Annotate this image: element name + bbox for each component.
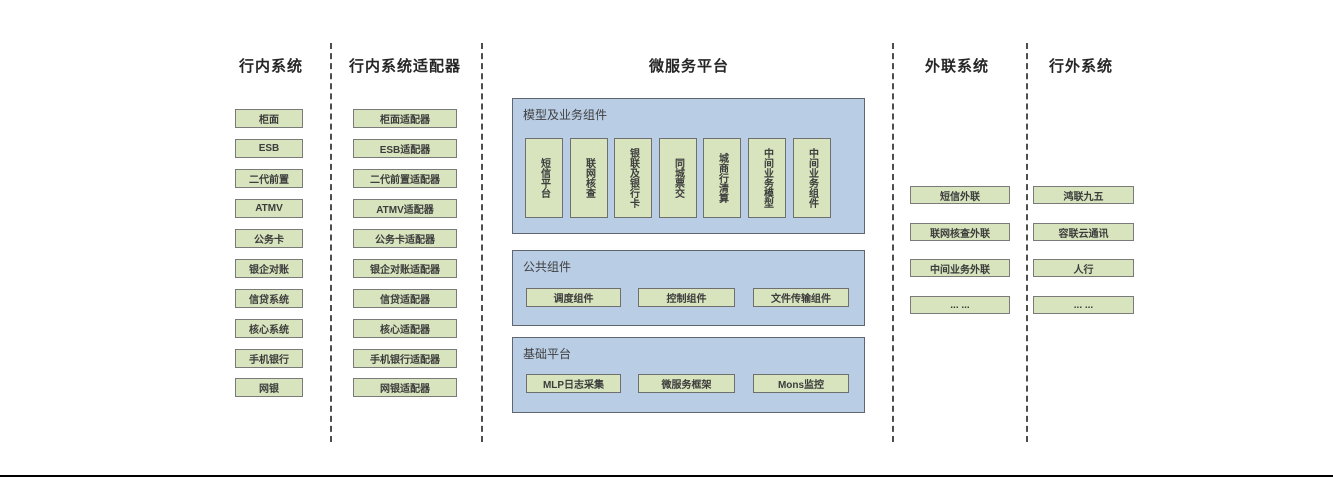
component-box: 联网核查	[570, 138, 608, 218]
component-box: 微服务框架	[638, 374, 735, 393]
external-link-box: 联网核查外联	[910, 223, 1010, 241]
external-link-box: 短信外联	[910, 186, 1010, 204]
column-header-external-link-systems: 外联系统	[924, 58, 990, 75]
system-box: 网银	[235, 378, 303, 397]
panel-label: 基础平台	[523, 347, 572, 361]
panel-label: 公共组件	[523, 260, 572, 274]
component-box: 控制组件	[638, 288, 735, 307]
component-box: 中间业务模型	[748, 138, 786, 218]
column-header-microservice-platform: 微服务平台	[648, 58, 730, 75]
column-separator	[892, 43, 894, 442]
component-box: Mons监控	[753, 374, 849, 393]
component-box: 短信平台	[525, 138, 563, 218]
component-box: 调度组件	[526, 288, 621, 307]
component-box: MLP日志采集	[526, 374, 621, 393]
panel-base-platform: 基础平台 MLP日志采集 微服务框架 Mons监控	[512, 337, 865, 413]
component-box: 城商行清算	[703, 138, 741, 218]
column-separator	[1026, 43, 1028, 442]
column-separator	[330, 43, 332, 442]
adapter-box: 核心适配器	[353, 319, 457, 338]
adapter-box: 信贷适配器	[353, 289, 457, 308]
system-box: ESB	[235, 139, 303, 158]
system-box: 二代前置	[235, 169, 303, 188]
adapter-box: 银企对账适配器	[353, 259, 457, 278]
system-box: 公务卡	[235, 229, 303, 248]
adapter-box: 手机银行适配器	[353, 349, 457, 368]
adapter-box: ATMV适配器	[353, 199, 457, 218]
outside-system-box: 容联云通讯	[1033, 223, 1134, 241]
bottom-divider	[0, 475, 1333, 477]
system-box: ATMV	[235, 199, 303, 218]
component-box: 中间业务组件	[793, 138, 831, 218]
outside-system-box: 人行	[1033, 259, 1134, 277]
column-separator	[481, 43, 483, 442]
outside-system-box: 鸿联九五	[1033, 186, 1134, 204]
component-box: 同城票交	[659, 138, 697, 218]
panel-common-components: 公共组件 调度组件 控制组件 文件传输组件	[512, 250, 865, 326]
system-box: 手机银行	[235, 349, 303, 368]
system-box: 银企对账	[235, 259, 303, 278]
system-box: 信贷系统	[235, 289, 303, 308]
column-header-internal-adapters: 行内系统适配器	[348, 58, 462, 75]
adapter-box: 公务卡适配器	[353, 229, 457, 248]
system-box: 核心系统	[235, 319, 303, 338]
panel-model-business-components: 模型及业务组件 短信平台 联网核查 银联及银行卡 同城票交 城商行清算 中间业务…	[512, 98, 865, 234]
adapter-box: ESB适配器	[353, 139, 457, 158]
system-box: 柜面	[235, 109, 303, 128]
adapter-box: 网银适配器	[353, 378, 457, 397]
panel-label: 模型及业务组件	[523, 108, 608, 122]
column-header-outside-systems: 行外系统	[1048, 58, 1114, 75]
component-box: 银联及银行卡	[614, 138, 652, 218]
adapter-box: 柜面适配器	[353, 109, 457, 128]
adapter-box: 二代前置适配器	[353, 169, 457, 188]
outside-system-box: ... ...	[1033, 296, 1134, 314]
column-header-internal-systems: 行内系统	[238, 58, 304, 75]
external-link-box: ... ...	[910, 296, 1010, 314]
component-box: 文件传输组件	[753, 288, 849, 307]
external-link-box: 中间业务外联	[910, 259, 1010, 277]
